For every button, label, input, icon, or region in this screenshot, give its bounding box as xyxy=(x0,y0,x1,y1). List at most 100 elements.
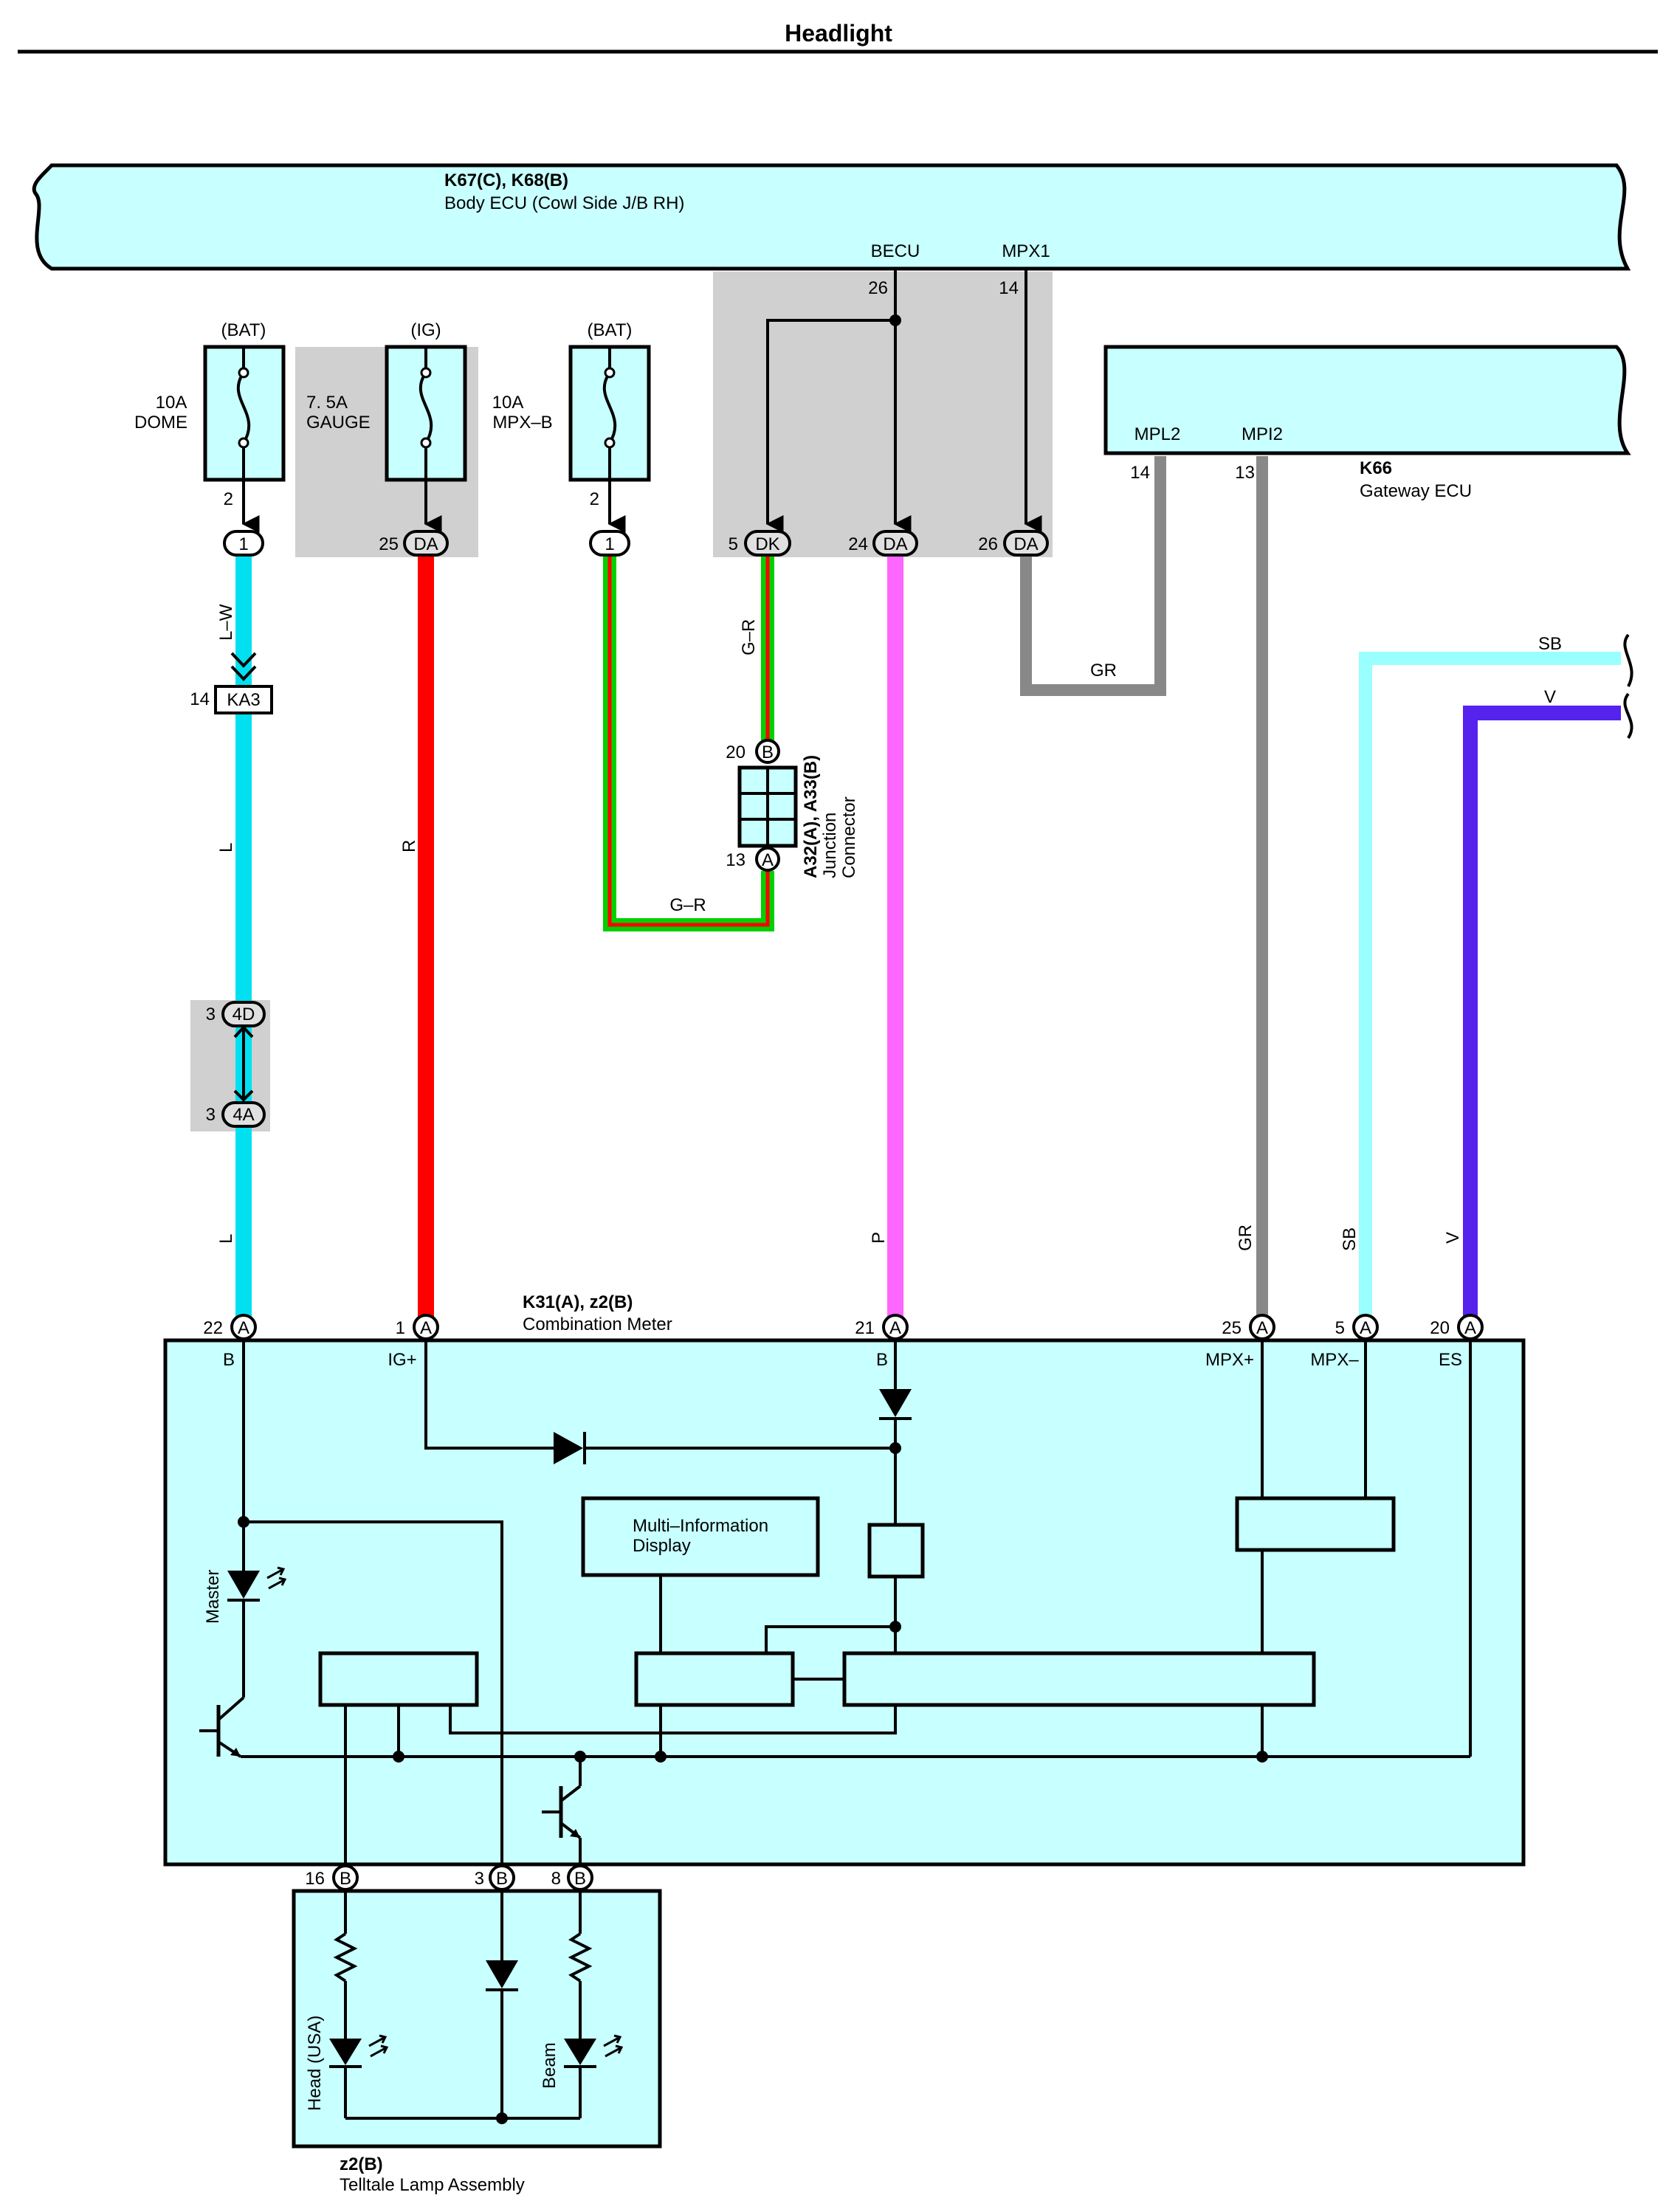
svg-text:5: 5 xyxy=(729,534,738,554)
meter-code: K31(A), z2(B) xyxy=(523,1292,633,1312)
svg-text:DA: DA xyxy=(1013,534,1038,554)
becu-label: BECU xyxy=(871,241,920,261)
wire-label-gr-h: GR xyxy=(1090,661,1117,681)
wire-gr-mpx xyxy=(1020,456,1166,696)
svg-text:MPX–: MPX– xyxy=(1310,1350,1359,1370)
svg-text:1: 1 xyxy=(238,534,248,554)
wire-label-lw: L–W xyxy=(216,604,236,641)
svg-text:MPX+: MPX+ xyxy=(1205,1350,1254,1370)
svg-text:A: A xyxy=(420,1318,432,1338)
conn-4a: 3 4A xyxy=(206,1101,266,1128)
wire-label-gr-top: G–R xyxy=(739,619,759,655)
conn-gauge-da: 25 DA xyxy=(379,530,449,557)
fuse-mpxb-pin: 2 xyxy=(590,489,599,509)
wire-gr-tracer xyxy=(607,555,770,927)
svg-text:IG+: IG+ xyxy=(388,1350,416,1370)
meter-pin-8: B 8 xyxy=(551,1864,593,1891)
svg-text:20: 20 xyxy=(1430,1318,1450,1338)
svg-text:A: A xyxy=(1360,1318,1371,1338)
master-label: Master xyxy=(203,1570,223,1624)
wire-sb xyxy=(1359,652,1621,1323)
mid-label: Multi–Information xyxy=(633,1516,768,1536)
junction-code: A32(A), A33(B) xyxy=(801,755,821,878)
conn-da-24: 24 DA xyxy=(848,530,918,557)
svg-text:B: B xyxy=(496,1869,508,1889)
svg-text:ES: ES xyxy=(1439,1350,1462,1370)
fuse-dome-pin: 2 xyxy=(224,489,233,509)
body-ecu-block xyxy=(32,163,1631,271)
diode-ig-icon xyxy=(554,1432,583,1464)
wire-label-v-top: V xyxy=(1544,687,1556,707)
svg-text:14: 14 xyxy=(190,689,210,709)
svg-text:16: 16 xyxy=(305,1869,325,1889)
junction-line1: Junction xyxy=(820,813,840,878)
fuse-mpxb-rating: 10A xyxy=(492,393,524,413)
fuse-gauge-source: (IG) xyxy=(410,320,441,340)
page-title: Headlight xyxy=(785,20,892,46)
gateway-ecu-block xyxy=(1103,345,1631,455)
fuse-mpxb-name: MPX–B xyxy=(492,413,552,433)
svg-text:B: B xyxy=(762,742,774,762)
svg-text:DA: DA xyxy=(883,534,907,554)
wire-v xyxy=(1463,706,1621,1323)
meter-pin-22: A 22 B xyxy=(203,1314,257,1370)
mpx1-pin-num: 14 xyxy=(999,278,1019,298)
svg-text:A: A xyxy=(1256,1318,1268,1338)
v-continuation-mark xyxy=(1623,692,1633,740)
wire-label-p: P xyxy=(869,1232,889,1244)
wire-label-gr-bot: G–R xyxy=(669,895,706,915)
svg-text:KA3: KA3 xyxy=(227,690,260,710)
svg-text:B: B xyxy=(574,1869,586,1889)
svg-text:20: 20 xyxy=(726,742,745,762)
svg-text:5: 5 xyxy=(1335,1318,1345,1338)
conn-ka3: 14 KA3 xyxy=(190,652,273,714)
wire-label-l2: L xyxy=(216,1234,236,1244)
conn-mpxb-1: 1 xyxy=(589,530,630,557)
beam-led-icon xyxy=(564,2039,596,2065)
svg-text:25: 25 xyxy=(1222,1318,1242,1338)
becu-junction xyxy=(889,314,901,326)
conn-4d: 3 4D xyxy=(206,1001,266,1027)
fuse-gauge-name: GAUGE xyxy=(306,413,371,433)
wire-label-v: V xyxy=(1443,1232,1463,1244)
wire-label-l1: L xyxy=(216,843,236,852)
svg-text:DK: DK xyxy=(755,534,779,554)
meter-name: Combination Meter xyxy=(523,1315,672,1334)
mpl2-label: MPL2 xyxy=(1134,424,1181,444)
meter-pin-5: A 5 MPX– xyxy=(1310,1314,1379,1370)
telltale-internal-circuit: Head (USA) Beam xyxy=(305,1889,624,2124)
meter-pin-20: A 20 ES xyxy=(1430,1314,1484,1370)
svg-text:B: B xyxy=(223,1350,235,1370)
wire-label-gr-v: GR xyxy=(1236,1224,1256,1251)
wire-label-sb: SB xyxy=(1340,1227,1360,1251)
svg-text:21: 21 xyxy=(855,1318,875,1338)
becu-pin-num: 26 xyxy=(868,278,888,298)
meter-pin-21: A 21 B xyxy=(855,1314,909,1370)
svg-text:26: 26 xyxy=(978,534,998,554)
mpl2-pin-num: 14 xyxy=(1130,463,1150,483)
telltale-name: Telltale Lamp Assembly xyxy=(340,2175,525,2195)
wire-label-sb-top: SB xyxy=(1538,634,1562,654)
svg-text:A: A xyxy=(238,1318,249,1338)
fuse-dome-name: DOME xyxy=(134,413,187,433)
svg-text:1: 1 xyxy=(396,1318,405,1338)
telltale-diode-icon xyxy=(486,1960,518,1988)
svg-text:3: 3 xyxy=(206,1005,216,1024)
svg-text:B: B xyxy=(340,1869,351,1889)
diode-b-icon xyxy=(879,1389,912,1417)
body-ecu-name: Body ECU (Cowl Side J/B RH) xyxy=(444,193,684,213)
svg-text:A: A xyxy=(1464,1318,1476,1338)
meter-pin-16: B 16 xyxy=(305,1864,359,1891)
svg-text:B: B xyxy=(876,1350,888,1370)
fuse-dome: (BAT) 10A DOME 2 xyxy=(134,320,286,533)
combination-meter-block xyxy=(163,1338,1526,1867)
svg-text:DA: DA xyxy=(413,534,438,554)
junction-connector: B 20 A 13 A32(A), A33(B) Junction Connec… xyxy=(726,739,859,878)
fuse-mpxb: (BAT) 10A MPX–B 2 xyxy=(492,320,651,533)
telltale-code: z2(B) xyxy=(340,2154,383,2174)
beam-label: Beam xyxy=(540,2042,559,2089)
junction-line2: Connector xyxy=(839,796,859,878)
svg-text:A: A xyxy=(889,1318,901,1338)
svg-text:4A: 4A xyxy=(233,1105,254,1125)
svg-text:13: 13 xyxy=(726,850,745,870)
